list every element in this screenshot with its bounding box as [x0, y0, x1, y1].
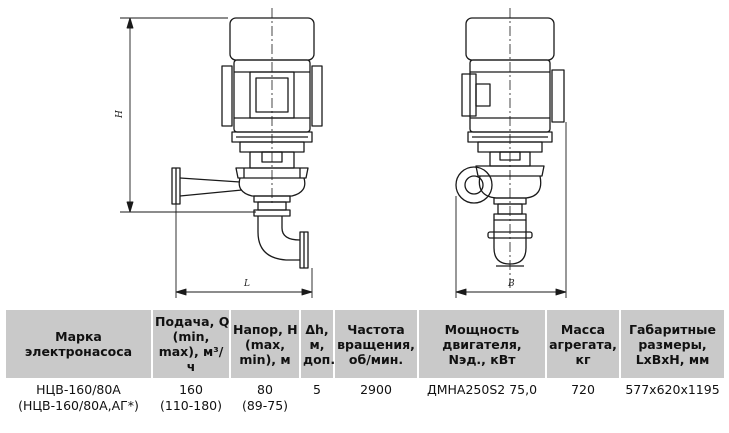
pump-technical-drawing: H L B [115, 8, 567, 298]
header-speed: Частота вращения, об/мин. [334, 310, 419, 378]
cell-flow: 160 (110-180) [152, 378, 231, 424]
header-dimensions: Габаритные размеры, LxBxH, мм [620, 310, 724, 378]
header-head: Напор, Н (max, min), м [230, 310, 301, 378]
table-row: НЦВ-160/80А (НЦВ-160/80А,АГ*) 160 (110-1… [6, 378, 724, 424]
cell-head: 80 (89-75) [230, 378, 301, 424]
pump-front-view [171, 8, 323, 269]
header-npsh: Δh, м, доп. [300, 310, 335, 378]
cell-model: НЦВ-160/80А (НЦВ-160/80А,АГ*) [6, 378, 153, 424]
cell-speed: 2900 [334, 378, 419, 424]
cell-mass: 720 [546, 378, 621, 424]
header-model: Марка электронасоса [6, 310, 153, 378]
cell-npsh: 5 [300, 378, 335, 424]
pump-side-view [455, 8, 565, 290]
cell-dimensions: 577x620x1195 [620, 378, 724, 424]
pump-spec-table: Марка электронасоса Подача, Q (min, max)… [6, 310, 724, 424]
height-dimension-label: H [115, 110, 125, 119]
height-dimension [120, 17, 256, 213]
width-dimension [455, 122, 567, 298]
header-flow: Подача, Q (min, max), м³/ ч [152, 310, 231, 378]
length-dimension [175, 204, 313, 298]
table-header-row: Марка электронасоса Подача, Q (min, max)… [6, 310, 724, 378]
cell-power: ДМНА250S2 75,0 [418, 378, 547, 424]
header-power: Мощность двигателя, Nэд., кВт [418, 310, 547, 378]
header-mass: Масса агрегата, кг [546, 310, 621, 378]
length-dimension-label: L [243, 279, 250, 289]
width-dimension-label: B [507, 279, 515, 289]
